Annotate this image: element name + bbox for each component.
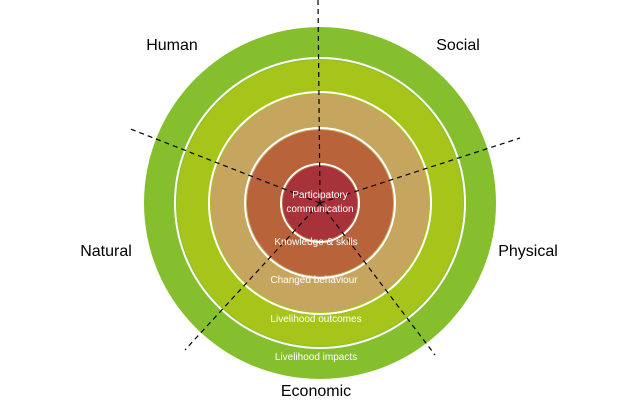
label-human: Human <box>146 37 198 54</box>
divider-lower-right <box>319 202 436 356</box>
label-physical: Physical <box>498 243 558 260</box>
divider-top <box>317 0 321 204</box>
label-core-line1: Participatory <box>292 190 348 201</box>
ring-separator-outer <box>174 57 466 349</box>
ring-separator-inner <box>244 127 396 279</box>
label-livelihood-impacts: Livelihood impacts <box>275 352 357 363</box>
label-natural: Natural <box>80 243 132 260</box>
label-social: Social <box>436 37 480 54</box>
divider-upper-left <box>127 127 321 204</box>
label-core-line2: communication <box>286 204 353 215</box>
divider-lower-left <box>184 202 321 351</box>
ring-separator-middle <box>208 91 432 315</box>
label-changed-behaviour: Changed behaviour <box>270 275 358 286</box>
label-knowledge-skills: Knowledge & skills <box>274 237 357 248</box>
sector-dividers <box>127 0 521 356</box>
divider-upper-right <box>319 137 521 204</box>
label-economic: Economic <box>281 383 351 400</box>
label-livelihood-outcomes: Livelihood outcomes <box>270 314 361 325</box>
